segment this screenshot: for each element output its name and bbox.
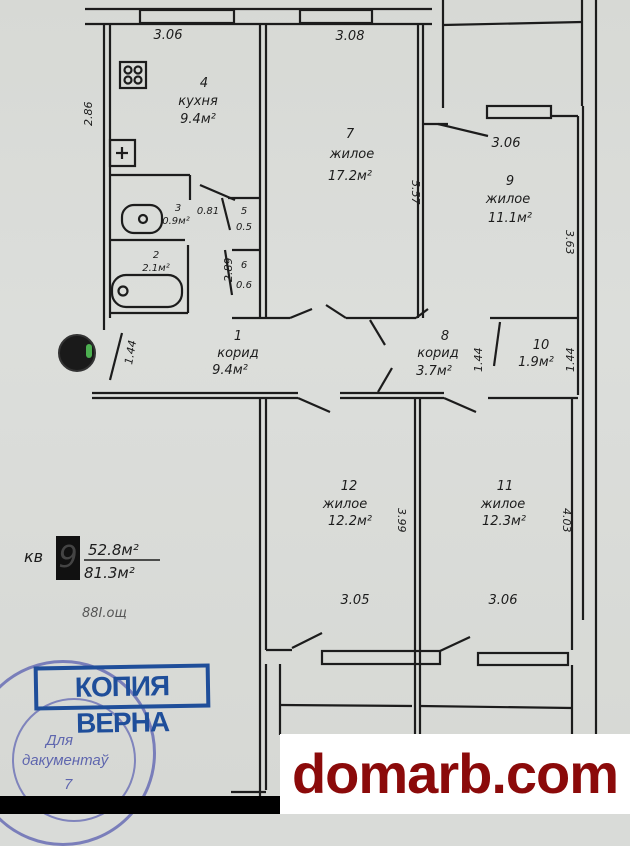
room6-number: 6 [241,260,247,271]
room6-area: 0.6 [236,280,252,291]
dim-room7-depth: 5.57 [409,180,422,205]
room4-number: 4 [200,76,208,91]
room4-name: кухня [178,94,218,109]
room12-area: 12.2м² [328,514,372,529]
room1-name: корид [217,346,259,361]
floor-plan-drawing: 3.06 3.08 3.06 4 кухня 9.4м² 7 жилое 17.… [24,0,598,814]
copy-verified-stamp: КОПИЯ ВЕРНА [33,663,211,739]
room10-number: 10 [533,338,550,353]
room3-number: 3 [175,203,181,214]
dim-corridor8-side: 1.44 [472,348,485,373]
room9-area: 11.1м² [488,211,532,226]
handwritten-note: 88I.oщ [82,606,127,621]
dim-room9-width: 3.06 [492,136,521,151]
apartment-number-redacted: 9 [56,536,80,580]
room2-number: 2 [153,250,159,261]
room1-area: 9.4м² [212,363,248,378]
room9-number: 9 [506,174,514,189]
dim-kitchen-width: 3.06 [154,28,183,43]
marker-dot-icon [58,334,96,372]
dim-room7-width: 3.08 [336,29,365,44]
room10-area: 1.9м² [518,355,554,370]
room9-name: жилое [485,192,530,207]
room7-name: жилое [329,147,374,162]
black-bar [0,796,280,814]
dim-room11-width: 3.06 [489,593,518,608]
dim-closet-side: 2.89 [222,258,235,283]
room12-number: 12 [341,479,358,494]
room5-area: 0.5 [236,222,252,233]
dim-room11-depth: 4.03 [560,508,573,533]
dim-room10-side: 1.44 [564,348,577,373]
room11-number: 11 [497,479,514,494]
room4-area: 9.4м² [180,112,216,127]
stamp-line3: 7 [64,776,73,793]
dim-room12-width: 3.05 [341,593,370,608]
room11-name: жилое [480,497,525,512]
dim-kitchen-depth: 2.86 [82,102,95,127]
room7-number: 7 [346,127,355,142]
room8-number: 8 [441,329,449,344]
room5-number: 5 [241,206,247,217]
stamp-line1: Для [46,732,74,749]
room7-area: 17.2м² [328,169,372,184]
dim-room9-depth: 3.63 [563,230,576,255]
room3-area: 0.9м² [162,216,189,227]
total-area: 81.3м² [84,564,135,582]
room8-name: корид [417,346,459,361]
room12-name: жилое [322,497,367,512]
living-area: 52.8м² [88,541,139,559]
stamp-line2: дакументаў [22,752,109,769]
room8-area: 3.7м² [416,364,452,379]
dim-corridor1-side: 1.44 [122,339,139,365]
watermark-domarb: domarb.com [280,734,630,814]
room1-number: 1 [234,329,242,344]
dim-bath-door: 0.81 [197,206,219,217]
room2-area: 2.1м² [142,263,169,274]
room11-area: 12.3м² [482,514,526,529]
apartment-label: кв [24,547,43,566]
dim-room12-depth: 3.99 [395,508,408,533]
